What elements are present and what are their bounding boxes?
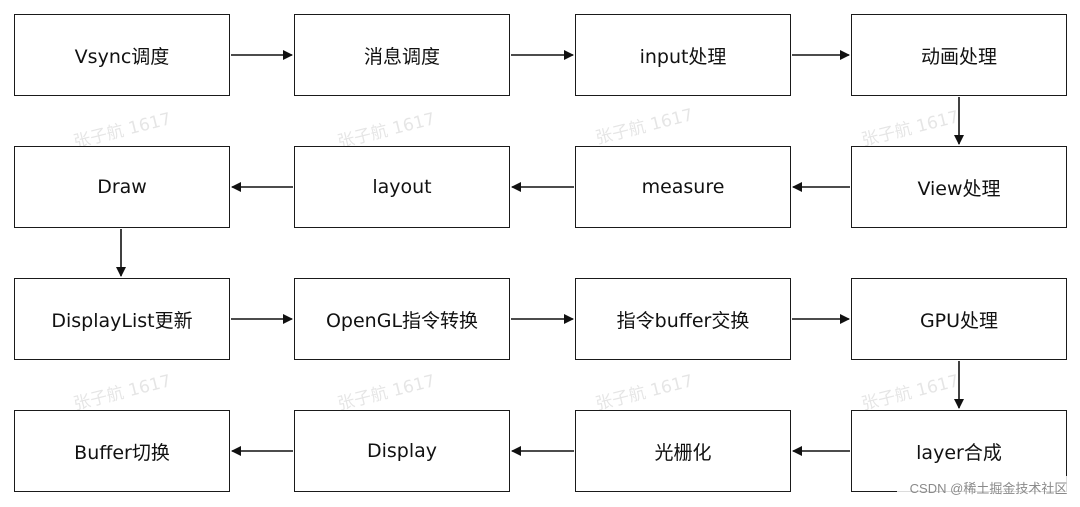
node-buffer-switch: Buffer切换 (14, 410, 230, 492)
node-gpu: GPU处理 (851, 278, 1067, 360)
node-view: View处理 (851, 146, 1067, 228)
node-buffer-swap: 指令buffer交换 (575, 278, 791, 360)
node-vsync: Vsync调度 (14, 14, 230, 96)
node-draw: Draw (14, 146, 230, 228)
footer-watermark: CSDN @稀土掘金技术社区 (897, 476, 1080, 498)
node-display: Display (294, 410, 510, 492)
node-input: input处理 (575, 14, 791, 96)
node-message: 消息调度 (294, 14, 510, 96)
node-raster: 光栅化 (575, 410, 791, 492)
node-displaylist: DisplayList更新 (14, 278, 230, 360)
node-animation: 动画处理 (851, 14, 1067, 96)
footer-text: CSDN @稀土掘金技术社区 (909, 480, 1068, 496)
node-layout: layout (294, 146, 510, 228)
node-opengl: OpenGL指令转换 (294, 278, 510, 360)
node-measure: measure (575, 146, 791, 228)
